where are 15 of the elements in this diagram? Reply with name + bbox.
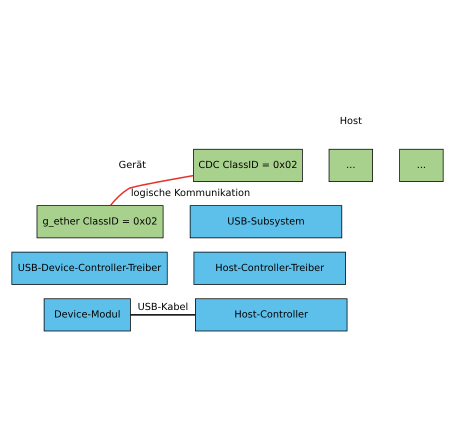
edge-label: USB-Kabel <box>138 302 188 313</box>
edge-label: logische Kommunikation <box>130 188 250 200</box>
node-box: ... <box>328 148 373 182</box>
node-box: Device-Modul <box>44 298 131 332</box>
connector <box>110 174 194 206</box>
label: Host <box>340 116 362 128</box>
node-box: USB-Device-Controller-Treiber <box>11 252 168 285</box>
connector <box>130 314 196 316</box>
node-box: CDC ClassID = 0x02 <box>193 148 303 182</box>
node-box: Host-Controller-Treiber <box>194 252 346 285</box>
label: Gerät <box>118 160 146 171</box>
node-box: ... <box>399 148 444 182</box>
node-box: USB-Subsystem <box>190 205 342 238</box>
node-box: Host-Controller <box>195 298 348 332</box>
node-box: g_ether ClassID = 0x02 <box>36 205 164 238</box>
